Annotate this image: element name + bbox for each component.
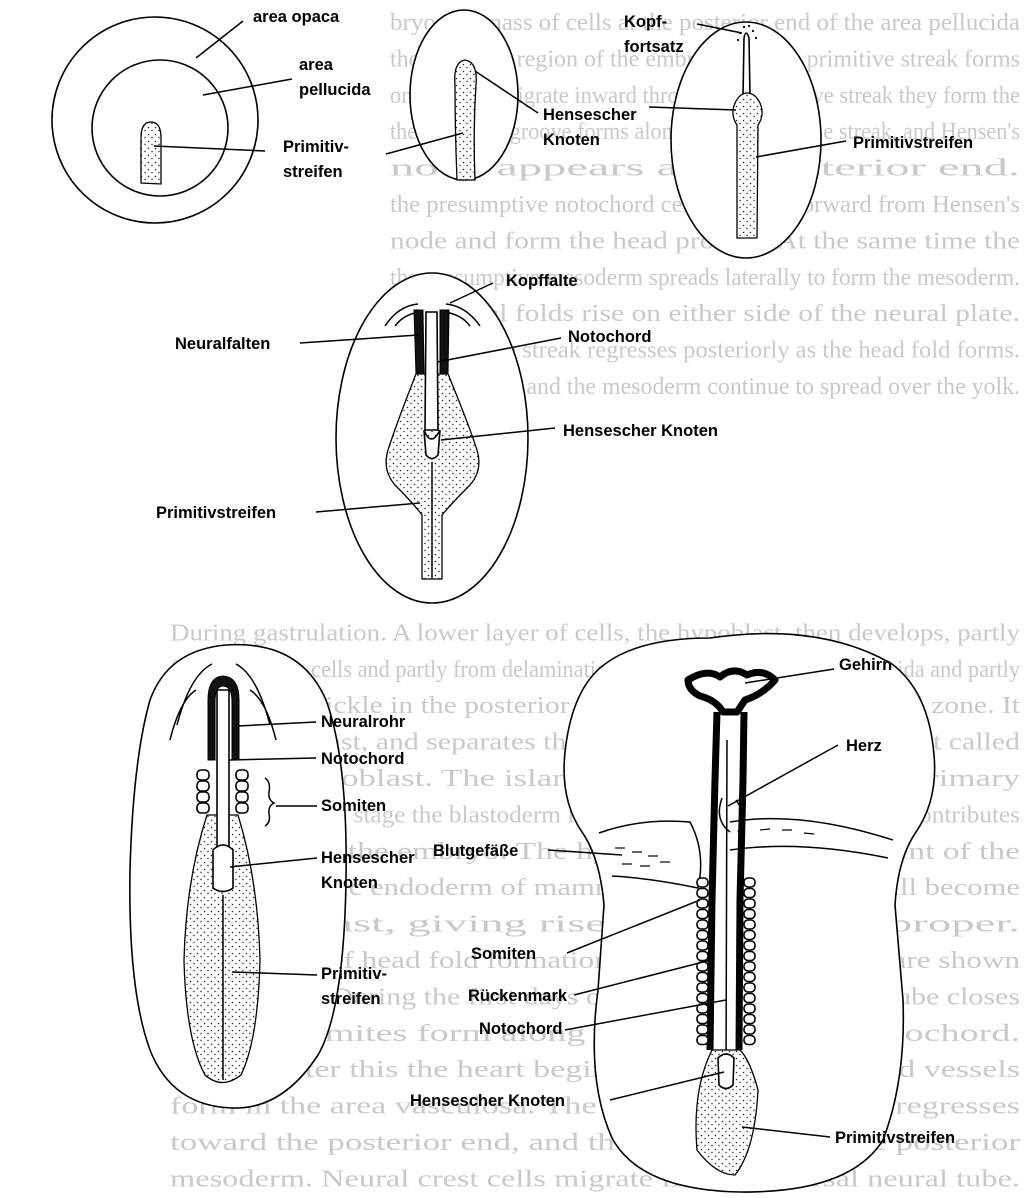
stage-3-embryo: Kopf- fortsatz Primitivstreifen [624,13,973,258]
label-kopffalte: Kopffalte [506,272,578,290]
somite [744,1015,755,1024]
label-primitiv-1: Primitiv- [283,138,349,156]
somite [744,952,755,961]
notochord-stage-6 [726,740,727,1075]
label-notochord-5: Notochord [321,750,404,768]
label-neuralrohr: Neuralrohr [321,713,406,731]
somite [744,931,755,940]
stage-1-embryo: area opaca area pellucida Primitiv- stre… [52,8,371,223]
somite [744,941,755,950]
head-process [743,33,750,96]
notochord-stage-5 [217,690,229,870]
neural-fold-left [414,310,424,374]
somite [744,1036,755,1045]
label-streifen-5: streifen [321,990,381,1008]
label-pellucida: pellucida [299,81,371,99]
somite [744,994,755,1003]
somite [697,1025,708,1034]
hensen-node-stage-5 [213,845,233,892]
label-somiten-5: Somiten [321,797,386,815]
label-somiten-6: Somiten [471,945,536,963]
label-rueckenmark: Rückenmark [468,987,568,1005]
label-hensescher-5: Hensescher [321,849,415,867]
somite [697,920,708,929]
label-primitivstreifen-6: Primitivstreifen [835,1129,955,1147]
notochord-stage-4 [425,312,438,430]
primitive-streak-stage-2 [455,60,477,180]
stage-2-embryo: Hensescher Knoten [386,10,637,180]
primitive-streak-stage-3 [733,93,762,238]
label-neuralfalten: Neuralfalten [175,335,270,353]
neural-fold-right [440,310,449,374]
label-hensescher-knoten-4: Hensescher Knoten [563,422,718,440]
somite [697,931,708,940]
somite [744,983,755,992]
label-streifen-1: streifen [283,163,343,181]
label-primitiv-5: Primitiv- [321,965,387,983]
somite [697,878,708,887]
label-primitivstreifen-4: Primitivstreifen [156,504,276,522]
somite [697,910,708,919]
label-gehirn: Gehirn [839,656,892,674]
label-hensescher-2: Hensescher [543,106,637,124]
somite [697,994,708,1003]
stage-5-embryo: Neuralrohr Notochord Somiten Hensescher … [130,645,415,1108]
hensen-node-stage-6 [718,1054,734,1089]
somite [744,889,755,898]
somite [697,983,708,992]
somite [744,1025,755,1034]
somite [744,962,755,971]
somite [697,952,708,961]
label-blutgefaesse: Blutgefäße [433,842,518,860]
label-knoten-2: Knoten [543,131,600,149]
somite [744,973,755,982]
stage-4-embryo: Kopffalte Neuralfalten Notochord Hensesc… [156,272,718,603]
somite [697,1015,708,1024]
label-area-opaca: area opaca [253,8,340,26]
somite [697,889,708,898]
somite [744,910,755,919]
label-fortsatz: fortsatz [624,38,684,56]
somite [697,941,708,950]
stage-6-embryo: Gehirn Herz Blutgefäße Somiten Rückenmar… [410,634,955,1192]
label-notochord-4: Notochord [568,328,651,346]
label-primitivstreifen-3: Primitivstreifen [853,134,973,152]
somite [744,878,755,887]
label-kopf: Kopf- [624,13,667,31]
somite [744,1004,755,1013]
label-area: area [299,56,334,74]
label-notochord-6: Notochord [479,1020,562,1038]
somite [744,899,755,908]
somite [744,920,755,929]
label-herz: Herz [846,737,882,755]
label-knoten-5: Knoten [321,874,378,892]
somite [697,1036,708,1045]
primitive-streak-early [141,122,161,184]
label-hensescher-knoten-6: Hensescher Knoten [410,1092,565,1110]
somite [697,973,708,982]
